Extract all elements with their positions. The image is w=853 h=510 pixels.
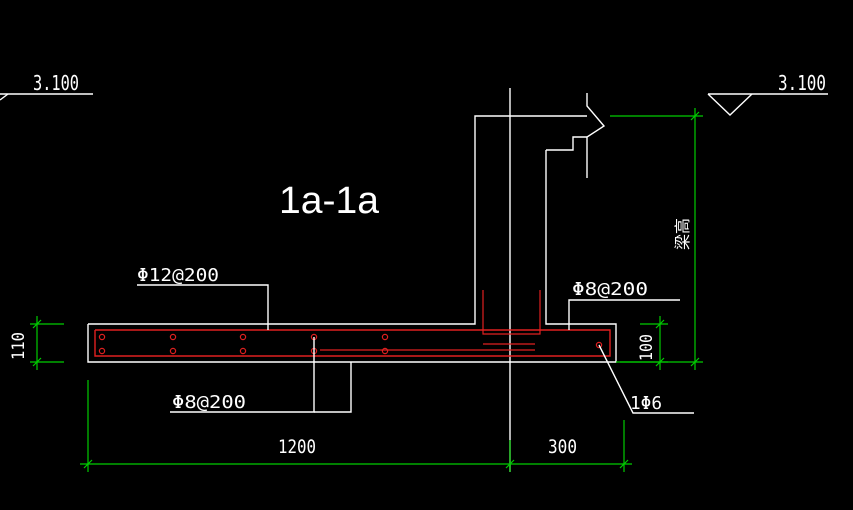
slab-thickness-label: 110 <box>9 332 29 360</box>
beam-height-label: 梁高 <box>673 218 692 250</box>
concrete-outline <box>88 115 587 325</box>
rebar-top-label: Φ12@200 <box>137 265 219 286</box>
leader-bottom-rebar: Φ8@200 <box>170 337 352 413</box>
leader-single-rebar: 1Φ6 <box>598 344 694 414</box>
dimension-slab-thickness: 110 <box>9 316 64 370</box>
section-title: 1a-1a <box>279 180 380 222</box>
elevation-left-label: 3.100 <box>33 71 79 95</box>
rebar-single-label: 1Φ6 <box>630 393 662 414</box>
edge-height-label: 100 <box>637 334 657 361</box>
rebar-group <box>94 290 611 357</box>
dimension-horizontal: 1200 300 <box>80 380 632 472</box>
rebar-right-label: Φ8@200 <box>572 279 648 300</box>
elevation-marker-left: 3.100 <box>0 71 93 101</box>
dimension-beam-height: 梁高 <box>610 108 703 370</box>
leader-right-rebar: Φ8@200 <box>568 279 680 330</box>
elevation-marker-right: 3.100 <box>707 71 828 116</box>
length-main-label: 1200 <box>278 436 316 458</box>
length-edge-label: 300 <box>548 436 577 458</box>
leader-top-rebar: Φ12@200 <box>137 265 269 330</box>
elevation-right-label: 3.100 <box>778 71 826 95</box>
rebar-bottom-label: Φ8@200 <box>172 392 246 413</box>
